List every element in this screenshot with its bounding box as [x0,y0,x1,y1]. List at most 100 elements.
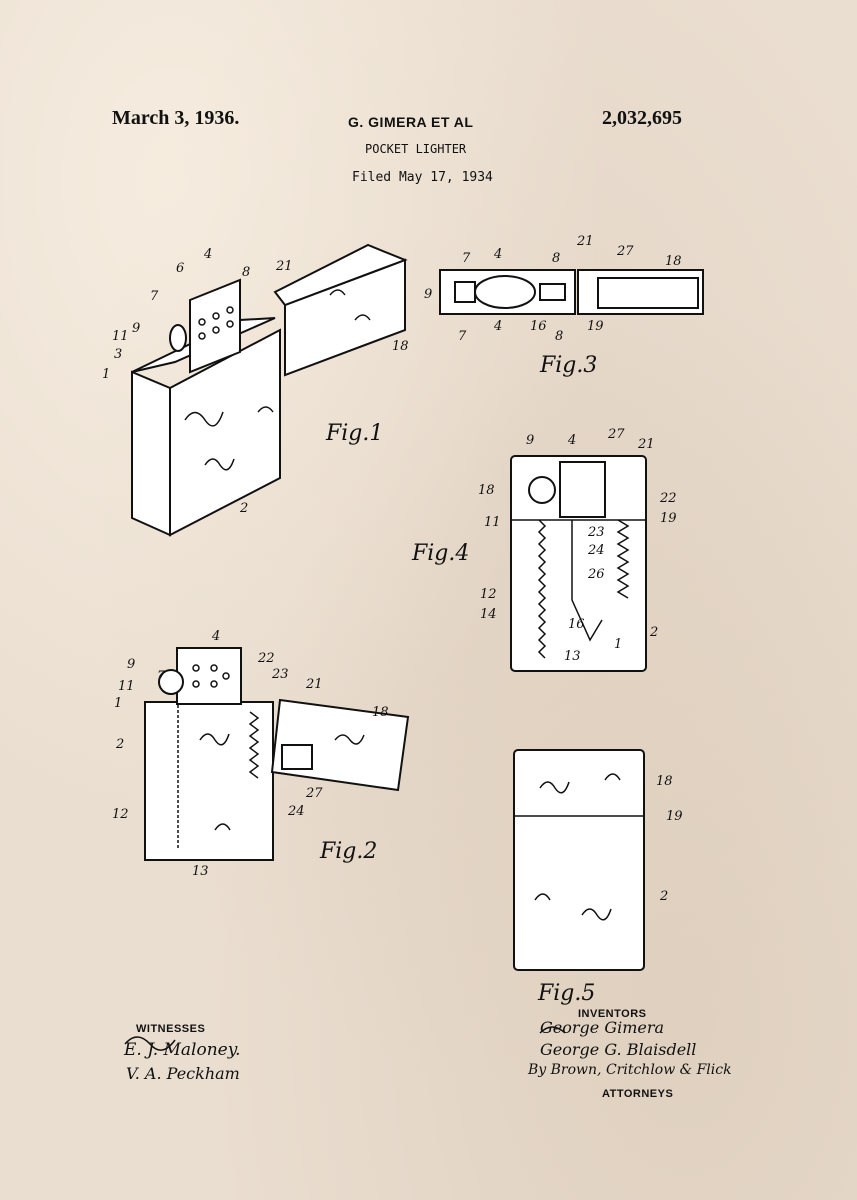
witnesses-label: WITNESSES [136,1023,206,1035]
attorney-signature: By Brown, Critchlow & Flick [528,1062,732,1078]
svg-text:Fig.1: Fig.1 [325,421,383,446]
svg-text:9: 9 [132,321,140,336]
inventors-label: INVENTORS [578,1008,647,1020]
svg-text:13: 13 [564,649,581,664]
svg-text:23: 23 [587,525,605,540]
svg-text:4: 4 [203,247,212,262]
inventor-2-signature: George G. Blaisdell [540,1040,697,1059]
svg-text:19: 19 [660,511,677,526]
svg-text:8: 8 [555,329,563,344]
witness-2-signature: V. A. Peckham [126,1064,240,1083]
fig4-case [510,455,647,672]
svg-text:4: 4 [567,433,576,448]
svg-text:16: 16 [530,319,547,334]
fig1-case-front [169,328,281,537]
figure-4-drawing [510,455,647,672]
figure-2-drawing [144,647,410,861]
svg-text:Fig.5: Fig.5 [537,981,595,1006]
svg-text:2: 2 [239,501,248,516]
svg-text:21: 21 [637,437,655,452]
svg-text:11: 11 [118,679,135,694]
figure-5-drawing [513,749,645,971]
fig2-wheel [158,669,184,695]
svg-text:8: 8 [552,251,560,266]
svg-text:7: 7 [462,251,471,266]
inventor-signature-stroke [539,1026,566,1034]
filed-date: Filed May 17, 1934 [352,170,493,185]
fig4-wheel [528,476,556,504]
svg-text:Fig.4: Fig.4 [411,541,469,566]
svg-text:12: 12 [480,587,497,602]
witness-1-signature-stroke [124,1036,176,1051]
fig1-case-side [131,370,171,537]
attorneys-label: ATTORNEYS [602,1088,674,1100]
svg-text:21: 21 [275,259,293,274]
witness-1-signature: E. J. Maloney. [124,1040,241,1060]
svg-text:18: 18 [478,483,495,498]
svg-text:22: 22 [257,651,275,666]
patent-number: 2,032,695 [602,107,682,129]
svg-text:18: 18 [665,254,682,269]
svg-text:14: 14 [480,607,497,622]
svg-text:1: 1 [614,637,622,652]
svg-text:19: 19 [666,809,683,824]
svg-text:24: 24 [287,804,305,819]
svg-text:12: 12 [112,807,129,822]
patent-date: March 3, 1936. [112,107,240,129]
fig5-case [513,749,645,971]
figure-1-drawing [131,243,408,537]
svg-text:2: 2 [649,625,658,640]
svg-text:24: 24 [587,543,605,558]
svg-text:18: 18 [372,705,389,720]
figure-3-drawing [439,269,704,315]
svg-text:4: 4 [211,629,220,644]
svg-text:18: 18 [656,774,673,789]
figure-4-labels: 9 4 27 21 18 22 11 23 19 24 26 12 14 16 2 1 13 Fig.… [411,427,677,664]
svg-text:7: 7 [458,329,467,344]
svg-text:7: 7 [157,669,166,684]
svg-text:16: 16 [568,617,585,632]
svg-text:2: 2 [115,737,124,752]
svg-text:6: 6 [176,261,184,276]
figure-5-labels: 18 19 2 Fig.5 [537,774,683,1006]
svg-text:Fig.3: Fig.3 [539,353,597,378]
figure-1-labels: 4 6 8 21 7 9 11 31 18 2 Fig.1 [102,247,409,516]
svg-text:22: 22 [659,491,677,506]
svg-text:3: 3 [114,347,122,362]
fig1-chimney [189,278,241,374]
fig1-wheel [169,324,187,352]
svg-text:9: 9 [424,287,432,302]
svg-text:26: 26 [587,567,605,582]
fig2-chimney [176,647,242,705]
svg-text:11: 11 [484,515,501,530]
svg-text:4: 4 [493,247,502,262]
svg-text:4: 4 [493,319,502,334]
inventor-header: G. GIMERA ET AL [348,114,474,130]
svg-text:21: 21 [305,677,323,692]
svg-text:1: 1 [114,696,122,711]
svg-text:13: 13 [192,864,209,879]
svg-text:8: 8 [242,265,250,280]
svg-text:18: 18 [392,339,409,354]
svg-text:2: 2 [659,889,668,904]
svg-text:7: 7 [150,289,159,304]
svg-text:9: 9 [127,657,135,672]
figure-3-labels: 7 4 21 27 18 9 8 7 4 16 8 19 Fig.3 [424,234,682,378]
fig2-case [144,701,274,861]
svg-text:23: 23 [271,667,289,682]
fig2-cam [281,744,313,770]
svg-text:27: 27 [616,244,634,259]
svg-text:9: 9 [526,433,534,448]
svg-text:11: 11 [112,329,129,344]
fig1-lid-top [273,243,408,307]
figure-2-labels: 4 7 22 9 23 11 21 1 18 2 12 27 24 13 Fig.2 [112,629,389,879]
inventor-1-signature: George Gimera [540,1018,665,1037]
svg-text:27: 27 [607,427,625,442]
svg-text:27: 27 [305,786,323,801]
svg-text:19: 19 [587,319,604,334]
patent-title: POCKET LIGHTER [365,142,467,156]
svg-text:21: 21 [576,234,594,249]
svg-text:1: 1 [102,367,110,382]
svg-text:Fig.2: Fig.2 [319,839,377,864]
